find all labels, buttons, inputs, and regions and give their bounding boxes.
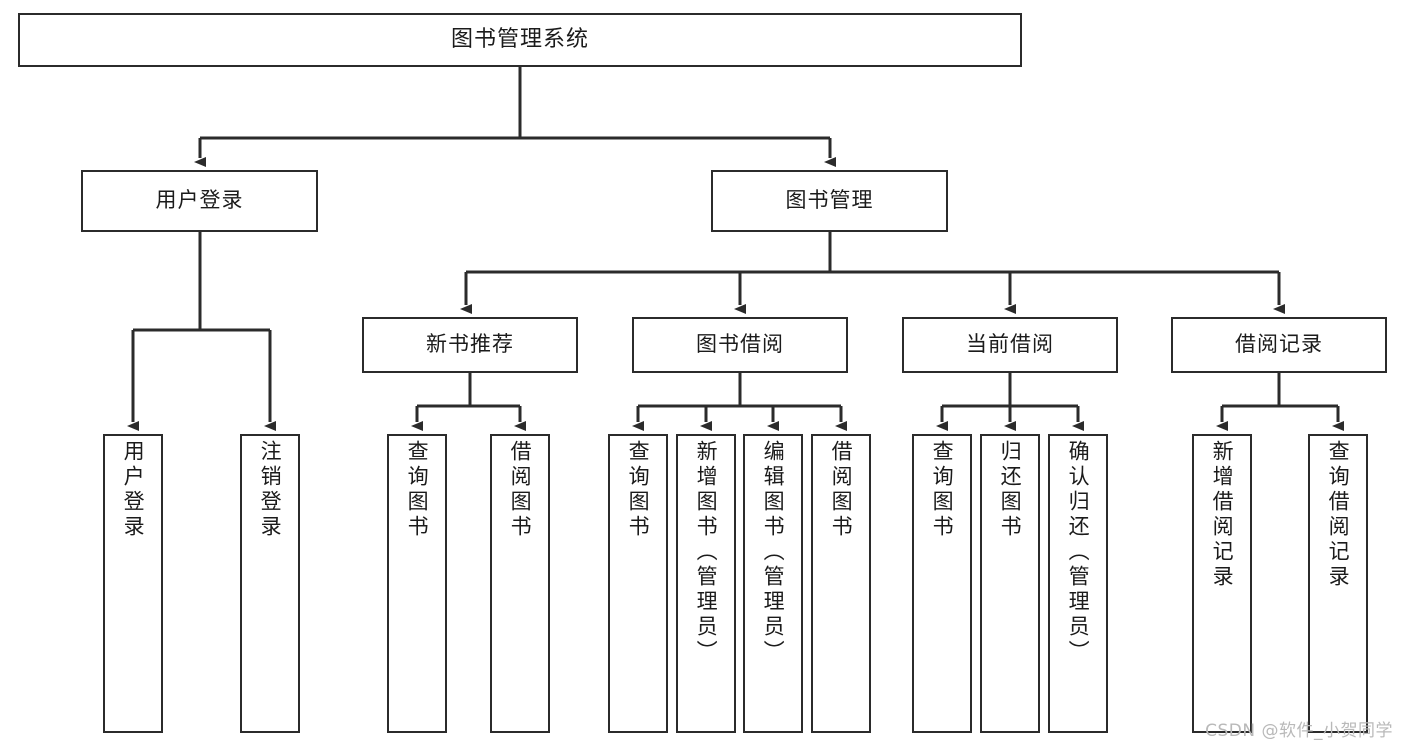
node-leaf-edit-book[interactable]: 编辑图书（管理员）	[743, 434, 803, 733]
node-leaf-borrow-book-a-label: 借阅图书	[508, 440, 533, 540]
node-leaf-add-record[interactable]: 新增借阅记录	[1192, 434, 1252, 733]
node-leaf-add-record-label: 新增借阅记录	[1210, 440, 1235, 590]
node-user-login-label: 用户登录	[155, 188, 244, 213]
node-book-manage[interactable]: 图书管理	[711, 170, 948, 232]
node-leaf-query-book-c[interactable]: 查询图书	[912, 434, 972, 733]
node-book-borrow[interactable]: 图书借阅	[632, 317, 848, 373]
node-user-login[interactable]: 用户登录	[81, 170, 318, 232]
node-leaf-confirm-return[interactable]: 确认归还（管理员）	[1048, 434, 1108, 733]
node-borrow-record[interactable]: 借阅记录	[1171, 317, 1387, 373]
node-leaf-logout[interactable]: 注销登录	[240, 434, 300, 733]
node-new-book-recommend-label: 新书推荐	[426, 332, 514, 357]
node-leaf-query-record-label: 查询借阅记录	[1326, 440, 1351, 590]
node-leaf-user-login-label: 用户登录	[121, 440, 146, 540]
node-leaf-return-book-label: 归还图书	[998, 440, 1023, 540]
node-book-borrow-label: 图书借阅	[696, 332, 784, 357]
node-new-book-recommend[interactable]: 新书推荐	[362, 317, 578, 373]
node-leaf-add-book[interactable]: 新增图书（管理员）	[676, 434, 736, 733]
node-leaf-logout-label: 注销登录	[258, 440, 283, 540]
watermark: CSDN @软件_小贺同学	[1205, 721, 1393, 741]
node-leaf-borrow-book-b-label: 借阅图书	[829, 440, 854, 540]
node-current-borrow-label: 当前借阅	[966, 332, 1054, 357]
node-borrow-record-label: 借阅记录	[1235, 332, 1323, 357]
node-leaf-query-book-a-label: 查询图书	[405, 440, 430, 540]
node-leaf-return-book[interactable]: 归还图书	[980, 434, 1040, 733]
node-book-manage-label: 图书管理	[785, 188, 874, 213]
node-leaf-borrow-book-b[interactable]: 借阅图书	[811, 434, 871, 733]
node-leaf-query-record[interactable]: 查询借阅记录	[1308, 434, 1368, 733]
node-leaf-query-book-a[interactable]: 查询图书	[387, 434, 447, 733]
node-leaf-user-login[interactable]: 用户登录	[103, 434, 163, 733]
node-current-borrow[interactable]: 当前借阅	[902, 317, 1118, 373]
node-leaf-query-book-b-label: 查询图书	[626, 440, 651, 540]
node-root-label: 图书管理系统	[450, 26, 589, 52]
node-leaf-borrow-book-a[interactable]: 借阅图书	[490, 434, 550, 733]
node-leaf-confirm-return-label: 确认归还（管理员）	[1066, 440, 1091, 665]
node-root[interactable]: 图书管理系统	[18, 13, 1022, 67]
node-leaf-add-book-label: 新增图书（管理员）	[694, 440, 719, 665]
node-leaf-query-book-b[interactable]: 查询图书	[608, 434, 668, 733]
node-leaf-edit-book-label: 编辑图书（管理员）	[761, 440, 786, 665]
node-leaf-query-book-c-label: 查询图书	[930, 440, 955, 540]
